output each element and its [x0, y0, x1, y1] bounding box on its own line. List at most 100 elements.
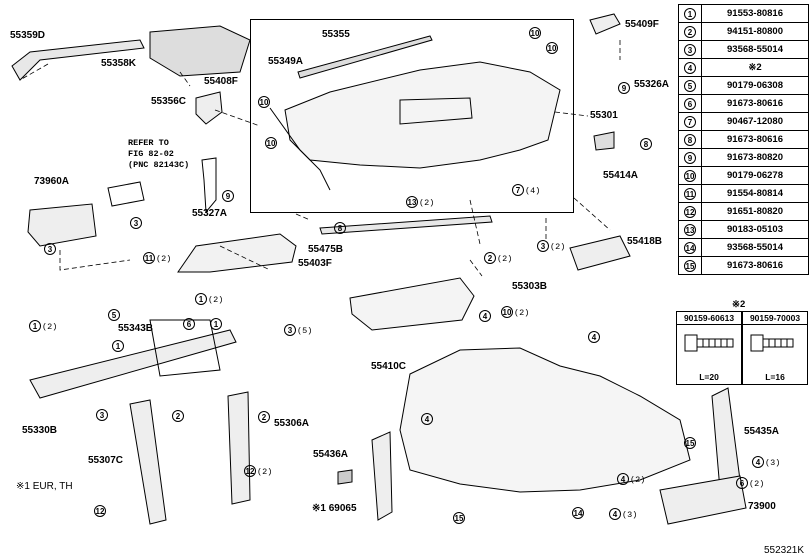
part-label-55414a: 55414A	[603, 170, 639, 181]
part-label-55359d: 55359D	[10, 30, 46, 41]
callout-number: 9	[222, 190, 234, 202]
callout: 11(2)	[143, 252, 171, 264]
callout: 10(2)	[501, 306, 529, 318]
callout-quantity: (2)	[497, 254, 513, 264]
callout-number: 4	[421, 413, 433, 425]
callout: 4	[588, 331, 600, 343]
callout: 3(2)	[537, 240, 565, 252]
legend-part-number: 90179-06278	[701, 166, 809, 185]
callout: 15	[684, 437, 696, 449]
callout-quantity: (2)	[630, 475, 646, 485]
legend-part-number: 91651-80820	[701, 202, 809, 221]
callout: 13(2)	[406, 196, 434, 208]
note2-length-a: L=20	[699, 372, 719, 382]
part-label-55327a: 55327A	[192, 208, 228, 219]
part-label-55307c: 55307C	[88, 455, 124, 466]
part-label-73900: 73900	[748, 501, 776, 512]
pad-55358k	[149, 25, 251, 77]
note2-part-b: 90159-70003	[743, 312, 807, 325]
legend-number-badge: 5	[684, 79, 696, 92]
callout-number: 9	[618, 82, 630, 94]
callout: 4(3)	[609, 508, 637, 520]
callout-quantity: (2)	[257, 467, 273, 477]
callout-number: 1	[210, 318, 222, 330]
callout-quantity: (2)	[514, 308, 530, 318]
callout-number: 6	[183, 318, 195, 330]
callout: 4	[421, 413, 433, 425]
part-label-55301: 55301	[590, 110, 618, 121]
callout: 2(2)	[484, 252, 512, 264]
callout: 2	[258, 411, 270, 423]
part-label-55306a: 55306A	[274, 418, 310, 429]
legend-number-badge: 11	[684, 187, 696, 200]
callout-number: 8	[334, 222, 346, 234]
legend-number: 6	[678, 94, 702, 113]
legend-part-number: 90467-12080	[701, 112, 809, 131]
part-label-55409f: 55409F	[625, 19, 659, 30]
callout: 4	[479, 310, 491, 322]
legend-number-badge: 15	[684, 259, 696, 272]
legend-row: 13 90183-05103	[678, 220, 809, 239]
reference-note: REFER TO FIG 82-02 (PNC 82143C)	[128, 138, 218, 171]
callout-quantity: (5)	[297, 326, 313, 336]
airbag-73960a	[27, 203, 97, 247]
part-label-55403f: 55403F	[298, 258, 332, 269]
legend-part-number: 94151-80800	[701, 22, 809, 41]
callout: 1	[210, 318, 222, 330]
diagram-id: 552321K	[764, 545, 805, 556]
callout-number: 2	[484, 252, 496, 264]
callout: 4(3)	[752, 456, 780, 468]
legend-part-number: 90183-05103	[701, 220, 809, 239]
part-label-55436a: 55436A	[313, 449, 349, 460]
legend-part-number: 93568-55014	[701, 238, 809, 257]
callout-number: 8	[640, 138, 652, 150]
legend-number-badge: 1	[684, 7, 696, 20]
main-panel-55301	[284, 61, 561, 169]
callout-quantity: (3)	[622, 510, 638, 520]
legend-number-badge: 13	[684, 223, 696, 236]
callout-number: 3	[284, 324, 296, 336]
part-label-55435a: 55435A	[744, 426, 780, 437]
legend-number: 15	[678, 256, 702, 275]
callout-number: 14	[572, 507, 584, 519]
legend-number: 3	[678, 40, 702, 59]
callout: 15	[453, 512, 465, 524]
legend-part-number: 91554-80814	[701, 184, 809, 203]
part-label-55343b: 55343B	[118, 323, 154, 334]
callout-number: 10	[529, 27, 541, 39]
callout-number: 10	[258, 96, 270, 108]
callout: 14	[572, 507, 584, 519]
note2-cell-b: 90159-70003 L=16	[742, 311, 808, 385]
cap-55408f	[195, 91, 223, 125]
callout-number: 4	[479, 310, 491, 322]
callout-number: 7	[512, 184, 524, 196]
callout: 10	[258, 96, 270, 108]
legend-number: 4	[678, 58, 702, 77]
callout-number: 15	[453, 512, 465, 524]
callout-number: 15	[684, 437, 696, 449]
part-label-55330b: 55330B	[22, 425, 58, 436]
callout-number: 12	[94, 505, 106, 517]
callout: 3	[130, 217, 142, 229]
main-panel-group-box	[250, 19, 574, 213]
legend-number: 11	[678, 184, 702, 203]
callout-number: 2	[258, 411, 270, 423]
legend-number-badge: 12	[684, 205, 696, 218]
callout: 9	[222, 190, 234, 202]
legend-row: 4※2	[678, 58, 809, 77]
callout-number: 1	[195, 293, 207, 305]
legend-number-badge: 9	[684, 151, 696, 164]
legend-number-badge: 4	[684, 61, 696, 74]
callout-number: 10	[546, 42, 558, 54]
callout-number: 4	[617, 473, 629, 485]
part-label-55326a: 55326A	[634, 79, 670, 90]
callout-number: 3	[537, 240, 549, 252]
callout-quantity: (2)	[749, 479, 765, 489]
pad-55359d	[11, 39, 145, 81]
part-label-69065: ※1 69065	[312, 503, 357, 514]
